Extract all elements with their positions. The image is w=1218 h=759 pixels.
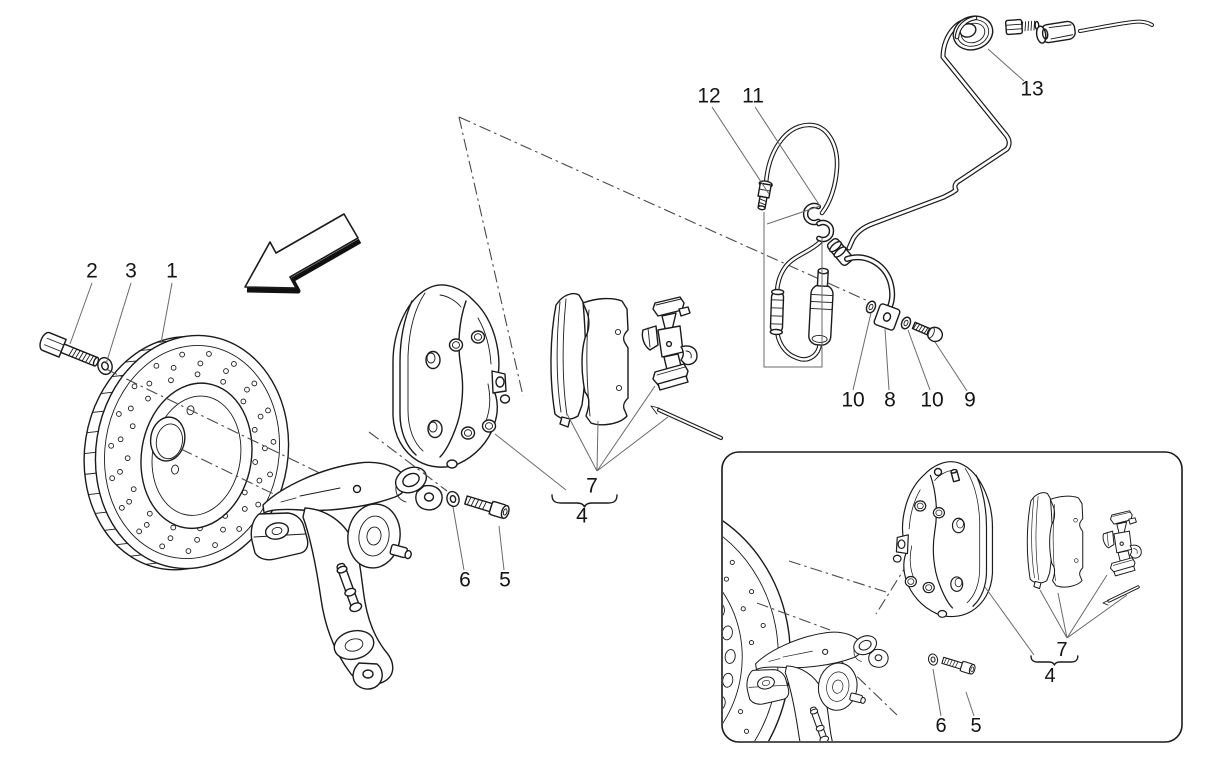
direction-arrow-icon xyxy=(244,213,362,294)
disc-fixing-bolt xyxy=(39,331,100,367)
cable-connector-plug xyxy=(1035,20,1076,44)
center-line-apex-to-caliper xyxy=(458,116,524,397)
inset-callout-4[interactable]: 4 xyxy=(1044,665,1056,687)
center-line-caliper-bolt xyxy=(368,431,448,492)
inset-pad-spring-clip xyxy=(1102,510,1142,577)
callout-1[interactable]: 1 xyxy=(166,259,178,283)
brake-disc xyxy=(83,334,290,571)
callout-10b[interactable]: 10 xyxy=(920,388,944,412)
callout-4[interactable]: 4 xyxy=(576,504,588,528)
inset-leader-lines xyxy=(932,574,1128,717)
caliper-washer-and-bolt xyxy=(444,489,512,521)
brake-pads xyxy=(550,292,629,428)
bracket-screw xyxy=(911,321,944,343)
sensor-connector-body xyxy=(808,267,834,346)
inset-pad-pin xyxy=(1102,585,1140,606)
cable-clamp xyxy=(802,202,835,243)
center-line-apex-to-banjo xyxy=(458,116,869,302)
inset-panel-border xyxy=(721,451,1183,743)
inset-caliper-washer-and-bolt xyxy=(926,652,977,676)
callout-6[interactable]: 6 xyxy=(459,568,471,592)
cable-bracket xyxy=(873,303,901,331)
inset-group-brace-7-4 xyxy=(1030,655,1079,666)
callout-13[interactable]: 13 xyxy=(1020,77,1044,101)
inset-callout-6[interactable]: 6 xyxy=(935,715,947,737)
pad-spring-clip xyxy=(641,296,698,391)
callout-5[interactable]: 5 xyxy=(499,568,511,592)
callout-9[interactable]: 9 xyxy=(964,388,976,412)
leader-lines xyxy=(69,48,1025,571)
cable-fitting-nut xyxy=(1004,18,1040,36)
inset-brake-pads xyxy=(1026,492,1084,590)
inset-center-lines xyxy=(756,522,934,716)
brake-caliper xyxy=(392,284,511,469)
cable-sleeve xyxy=(769,288,785,336)
inset-panel xyxy=(723,461,1142,741)
bracket-washer-right xyxy=(900,316,912,330)
group-brace-7-4 xyxy=(551,494,618,508)
callout-3[interactable]: 3 xyxy=(125,259,137,283)
callout-2[interactable]: 2 xyxy=(86,259,98,283)
pad-pin xyxy=(650,405,724,441)
wear-sensor-tip xyxy=(757,180,773,211)
center-line-disc-axis xyxy=(105,368,333,480)
callout-12[interactable]: 12 xyxy=(697,84,721,108)
callout-7[interactable]: 7 xyxy=(586,474,598,498)
inset-callout-5[interactable]: 5 xyxy=(970,715,982,737)
callout-10a[interactable]: 10 xyxy=(841,388,865,412)
wear-sensor-cable-assembly xyxy=(757,15,1154,362)
callout-8[interactable]: 8 xyxy=(884,388,896,412)
bracket-washer-left xyxy=(865,300,877,314)
callout-11[interactable]: 11 xyxy=(742,84,764,108)
steering-knuckle xyxy=(250,461,443,690)
inset-callout-7[interactable]: 7 xyxy=(1056,639,1068,661)
inset-brake-caliper xyxy=(892,461,994,618)
